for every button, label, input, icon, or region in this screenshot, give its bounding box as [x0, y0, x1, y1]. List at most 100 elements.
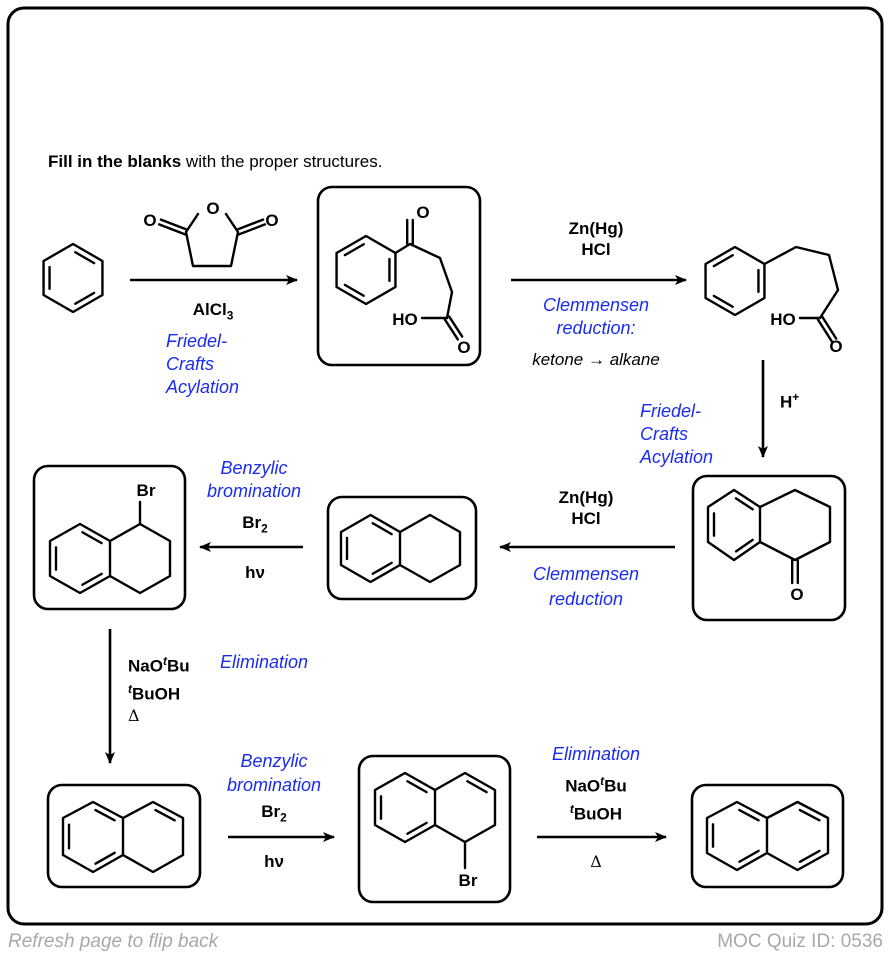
step6-reagent2-sup: t: [128, 681, 132, 696]
step1-name: Friedel- Crafts Acylation: [166, 330, 239, 399]
step7-name-line2: bromination: [226, 775, 322, 795]
step1-reagent-main: AlCl: [192, 300, 227, 319]
anhydride-right-oxygen: O: [265, 211, 279, 230]
double-bond-inner: [738, 808, 760, 822]
step2-name-line1: Clemmensen: [542, 295, 650, 315]
keto-acid-hydroxyl: HO: [392, 310, 418, 329]
molecule-keto-acid: [335, 218, 464, 341]
footer-flip-hint[interactable]: Refresh page to flip back: [8, 931, 219, 952]
double-bond: [159, 218, 189, 231]
double-bond-inner: [798, 849, 821, 863]
step7-condition: hν: [264, 852, 284, 871]
saturated-ring: [108, 522, 172, 595]
phenylbutanoic-carbonyl-oxygen: O: [829, 337, 843, 356]
step6-reagents: NaOtBu tBuOH Δ: [128, 650, 190, 727]
step4-reagent-line2: HCl: [571, 509, 601, 528]
molecule-bromotetralin: [48, 500, 172, 595]
answer-box-tetralin[interactable]: [326, 495, 478, 601]
step5-reagent-sub: 2: [261, 521, 268, 536]
bond-path: [394, 242, 454, 320]
step8-reagents: NaOtBu tBuOH: [565, 770, 627, 825]
step1-name-line1: Friedel-: [166, 331, 228, 351]
step2-name: Clemmensen reduction:: [543, 294, 649, 340]
double-bond: [443, 318, 460, 341]
saturated-ring: [765, 800, 830, 872]
step8-reagent1-post: Bu: [604, 776, 627, 796]
aromatic-ring: [339, 513, 402, 584]
step2-note: ketone → alkane: [532, 350, 660, 369]
aromatic-ring: [373, 771, 437, 844]
step7-name-line1: Benzylic: [240, 751, 308, 771]
keto-acid-ketone-oxygen: O: [416, 203, 430, 222]
molecule-bromodihydronaphthalene: [373, 771, 497, 870]
step4-name-line1: Clemmensen: [532, 564, 640, 584]
step7-reagent-main: Br: [261, 802, 281, 821]
saturated-ring: [398, 513, 462, 584]
double-bond: [447, 315, 464, 338]
double-bond-inner: [371, 561, 393, 575]
benzene-ring: [335, 234, 397, 306]
double-bond-inner: [712, 294, 734, 308]
double-bond: [235, 218, 265, 231]
step1-name-line2: Crafts: [166, 354, 215, 374]
answer-box-tetralone[interactable]: [691, 474, 847, 622]
answer-box-bromotetralin[interactable]: [32, 464, 187, 611]
aromatic-ring: [706, 488, 762, 562]
benzene-ring: [704, 245, 766, 317]
step2-reagent-line2: HCl: [581, 240, 611, 259]
bromotetralin-bromine: Br: [136, 481, 156, 500]
step5-name-line2: bromination: [206, 481, 302, 501]
step5-reagent-main: Br: [242, 513, 262, 532]
double-bond: [816, 318, 834, 343]
step3-reagent: H+: [780, 390, 799, 413]
answer-box-keto-acid[interactable]: [316, 185, 482, 367]
double-bond-inner: [343, 283, 365, 297]
aromatic-ring: [48, 522, 112, 595]
step6-reagent1-sup: t: [162, 654, 167, 668]
step5-reagent: Br2: [242, 513, 268, 535]
double-bond-inner: [81, 531, 103, 545]
saturated-ring: [121, 800, 185, 874]
step6-reagent1-pre: NaO: [128, 656, 163, 676]
instruction-rest: with the proper structures.: [181, 152, 383, 171]
step6-reagent2-post: BuOH: [131, 684, 181, 704]
double-bond-inner: [371, 522, 393, 536]
step8-reagent1-sup: t: [600, 774, 605, 788]
molecule-naphthalene: [705, 800, 830, 872]
answer-box-bromodihydronaphthalene[interactable]: [357, 754, 512, 904]
step8-reagent2-post: BuOH: [573, 804, 623, 824]
double-bond-inner: [74, 291, 96, 305]
aromatic-ring: [61, 800, 125, 874]
benzene-ring: [42, 242, 104, 314]
step4-reagent-line1: Zn(Hg): [558, 488, 614, 507]
instruction-bold: Fill in the blanks: [48, 152, 182, 171]
phenylbutanoic-hydroxyl: HO: [770, 310, 796, 329]
molecule-tetralin: [339, 513, 462, 584]
double-bond-inner: [343, 243, 365, 257]
saturated-ring: [433, 771, 497, 844]
double-bond-inner: [154, 808, 176, 822]
step3-reagent-main: H: [780, 392, 793, 412]
bromodihydronaphthalene-bromine: Br: [458, 871, 478, 890]
quiz-card-frame[interactable]: [6, 6, 884, 926]
step1-reagent: AlCl3: [193, 300, 234, 322]
step8-reagent2-sup: t: [569, 801, 574, 816]
answer-box-dihydronaphthalene[interactable]: [46, 783, 202, 889]
molecule-succinic-anhydride: [157, 212, 267, 268]
double-bond-inner: [74, 251, 96, 265]
double-bond-inner: [738, 849, 760, 863]
saturated-ring: [758, 488, 832, 562]
molecule-tetralone: [706, 488, 832, 585]
answer-box-naphthalene[interactable]: [690, 783, 845, 889]
double-bond: [157, 223, 187, 236]
step6-reagent1-post: Bu: [166, 656, 190, 676]
step3-name-line1: Friedel-: [640, 401, 702, 421]
double-bond-inner: [94, 851, 116, 865]
step3-name: Friedel- Crafts Acylation: [640, 400, 713, 469]
step6-reagent-line1: NaOtBu: [128, 650, 190, 678]
bond-path: [184, 212, 240, 268]
step8-reagent-line2: tBuOH: [565, 798, 627, 826]
double-bond-inner: [712, 254, 734, 268]
step5-condition: hν: [245, 563, 265, 582]
step4-name-line2: reduction: [548, 589, 624, 609]
